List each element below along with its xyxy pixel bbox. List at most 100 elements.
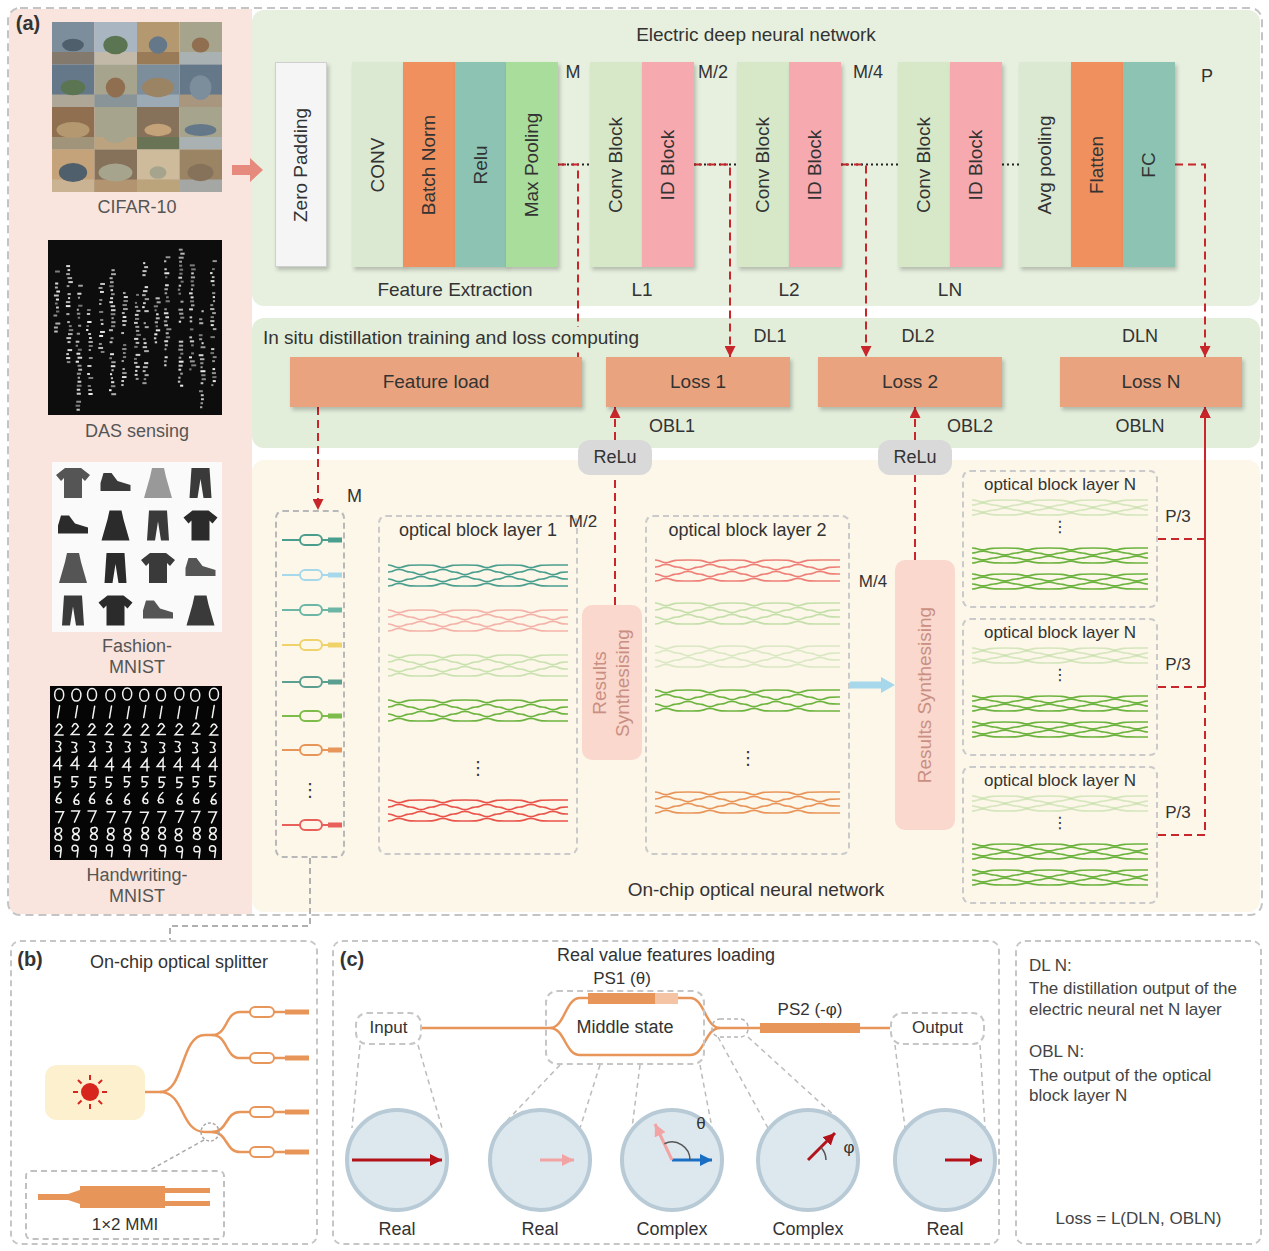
mzi-mesh — [972, 870, 1148, 872]
das-streak — [123, 292, 126, 294]
mzi-mesh — [972, 725, 1148, 729]
das-streak — [210, 320, 214, 322]
das-streak — [56, 307, 59, 309]
das-streak — [156, 297, 160, 299]
activation-box: ReLu — [878, 440, 952, 475]
das-streak — [164, 324, 168, 326]
node-text: The output of the optical block layer N — [1029, 1066, 1248, 1107]
das-streak — [123, 356, 126, 358]
handwritten-digit — [110, 706, 112, 718]
waveguide — [145, 1035, 212, 1092]
output-port — [285, 1056, 309, 1061]
das-streak — [110, 297, 113, 299]
photo-object — [59, 163, 87, 182]
node-text: Results Synthesising — [589, 612, 635, 753]
node-text: Real — [378, 1219, 415, 1241]
das-streak — [178, 369, 181, 371]
mzi-mesh — [972, 878, 1148, 882]
node-text: Real — [926, 1219, 963, 1241]
output-port — [328, 748, 342, 753]
phasor-arrow — [808, 1133, 835, 1160]
das-streak — [154, 305, 158, 307]
mzi-mesh — [655, 571, 840, 576]
label: DL1 — [753, 326, 786, 347]
node-text: optical block layer 2 — [664, 520, 830, 542]
fashion-item — [190, 468, 212, 498]
mzi-mesh — [655, 646, 840, 649]
mzi-mesh — [388, 804, 568, 809]
mzi-mesh — [388, 655, 568, 658]
optical-block: optical block layer N — [962, 470, 1158, 608]
das-streak — [165, 292, 168, 294]
mzi-mesh — [972, 556, 1148, 560]
phasor-circle — [622, 1110, 722, 1210]
das-streak — [111, 317, 113, 319]
zoom-leader — [580, 1065, 600, 1128]
das-streak — [165, 276, 167, 278]
handwritten-digit — [55, 846, 61, 858]
das-streak — [89, 345, 93, 347]
waveguide — [282, 681, 300, 683]
photo-tile — [52, 150, 95, 193]
angle-arc — [664, 1142, 690, 1160]
handwritten-digit — [106, 793, 112, 804]
das-streak — [111, 369, 113, 371]
mzi-mesh — [655, 694, 840, 699]
das-streak — [213, 296, 215, 298]
fashion-item — [62, 596, 84, 626]
photo-tile — [95, 150, 138, 193]
handwritten-digit — [125, 742, 130, 752]
das-streak — [142, 274, 145, 276]
mzi-mesh — [655, 607, 840, 612]
fashion-item — [147, 511, 169, 541]
das-streak — [164, 320, 167, 322]
mzi-mesh — [388, 583, 568, 586]
mzi-mesh — [655, 564, 840, 569]
das-streak — [67, 277, 72, 279]
output-port — [328, 823, 342, 828]
dashed-arrow — [1158, 407, 1205, 539]
handwritten-digit — [142, 777, 148, 787]
das-streak — [179, 313, 183, 315]
label: M/4 — [859, 572, 887, 592]
zoom-leader — [895, 1045, 905, 1128]
handwritten-digit — [160, 706, 162, 718]
output-port — [328, 538, 342, 543]
handwritten-digit — [193, 743, 198, 753]
das-streak — [88, 393, 92, 395]
das-streak — [155, 321, 158, 323]
das-streak — [201, 382, 204, 384]
phase-shifter — [760, 1023, 860, 1033]
output-port — [285, 1110, 309, 1115]
phasor-state: Real — [890, 1105, 1000, 1245]
output-port — [328, 714, 342, 719]
fashion-item — [58, 516, 88, 534]
label: LN — [938, 279, 962, 301]
handwritten-digit — [208, 812, 216, 823]
das-streak — [210, 352, 214, 354]
mzi-mesh — [972, 730, 1148, 734]
das-streak — [123, 316, 127, 318]
node-text: optical block layer N — [980, 771, 1140, 791]
laser-ray — [78, 1080, 82, 1084]
photo-object — [106, 77, 125, 97]
das-streak — [66, 301, 70, 303]
handwritten-digit — [123, 812, 131, 823]
das-streak — [190, 360, 195, 362]
waveguide — [322, 574, 328, 576]
das-streak — [135, 370, 137, 372]
handwritten-digit — [88, 811, 96, 822]
definition-box: DL N:The distillation output of the elec… — [1015, 940, 1262, 1245]
panel-band: On-chip optical neural networkMoptical b… — [252, 460, 1260, 912]
laser-ray — [98, 1080, 102, 1084]
das-streak — [66, 265, 70, 267]
handwritten-digit — [127, 707, 129, 719]
das-streak — [89, 337, 92, 339]
handwritten-digit — [72, 845, 78, 857]
das-streak — [191, 284, 194, 286]
mzi-mesh — [972, 648, 1148, 650]
das-streak — [201, 346, 206, 348]
handwritten-digit — [55, 724, 63, 735]
dashed-arrow — [1158, 407, 1205, 835]
handwritten-digit — [210, 777, 216, 787]
